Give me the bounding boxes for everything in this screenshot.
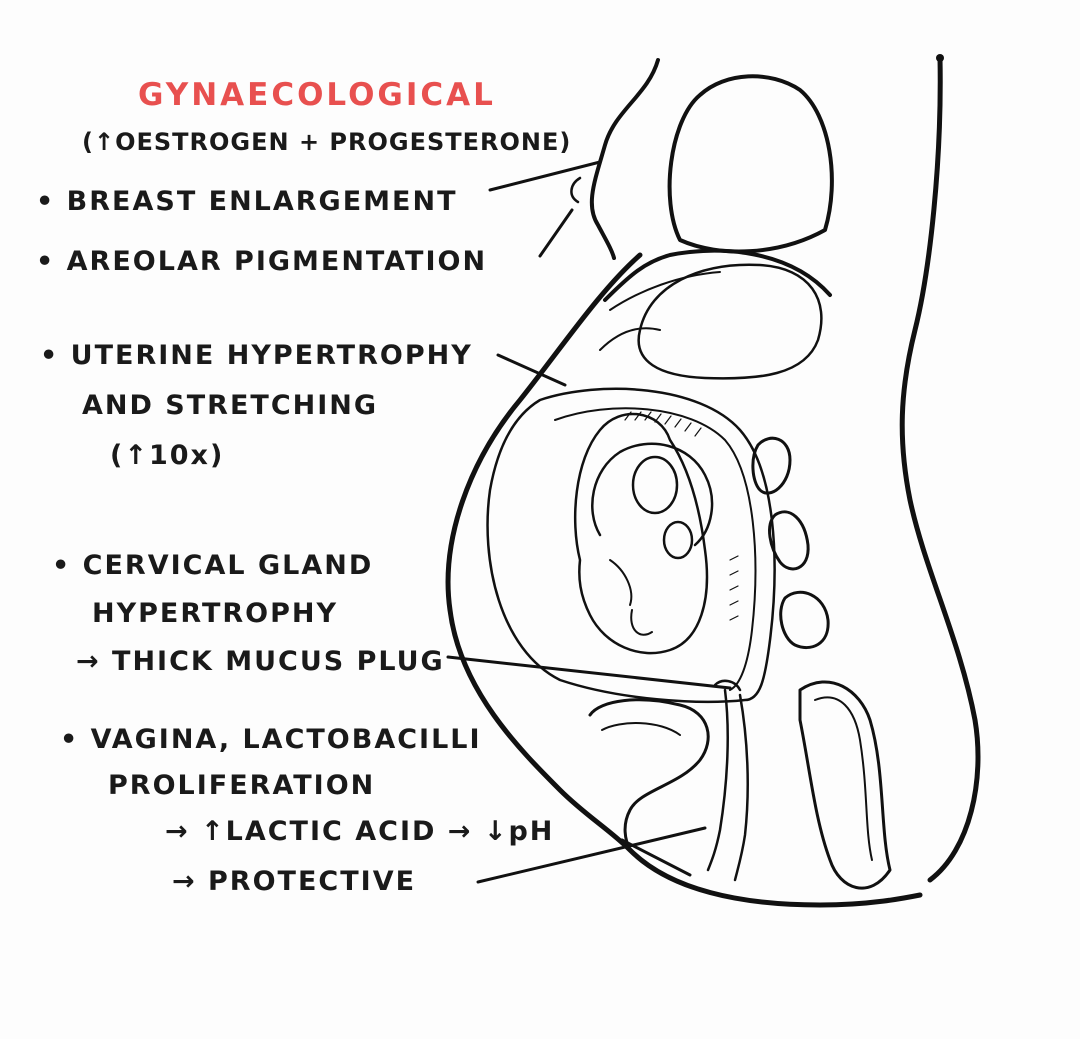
label-vagina-lactobacilli: • VAGINA, LACTOBACILLI bbox=[60, 724, 482, 755]
diagram-subtitle: (↑OESTROGEN + PROGESTERONE) bbox=[82, 128, 572, 156]
chest-line bbox=[603, 248, 832, 302]
label-breast-enlargement: • BREAST ENLARGEMENT bbox=[36, 186, 458, 217]
rectum-inner bbox=[814, 696, 873, 861]
abdomen-outline bbox=[445, 252, 923, 908]
label-uterine-stretching: AND STRETCHING bbox=[82, 390, 379, 421]
vertebra-2 bbox=[768, 510, 810, 571]
vertebra-3 bbox=[779, 590, 830, 650]
fetus-limb-1 bbox=[631, 455, 679, 515]
fetus-limb-2 bbox=[662, 520, 694, 560]
fetus-head bbox=[591, 442, 714, 547]
fetus-body bbox=[573, 412, 709, 655]
placenta-hatching bbox=[624, 411, 739, 621]
pointer-breast bbox=[488, 160, 602, 192]
stomach-outline bbox=[637, 263, 823, 380]
diagram-title: GYNAECOLOGICAL bbox=[138, 77, 496, 113]
abdominal-wall-inner bbox=[599, 271, 721, 351]
label-protective: → PROTECTIVE bbox=[172, 866, 417, 897]
vaginal-canal bbox=[706, 688, 749, 882]
cervix bbox=[713, 679, 742, 692]
pointer-areolar bbox=[538, 208, 574, 258]
pointer-uterine bbox=[496, 353, 567, 387]
label-thick-mucus-plug: → THICK MUCUS PLUG bbox=[76, 646, 445, 677]
label-proliferation: PROLIFERATION bbox=[108, 770, 376, 801]
label-uterine-tenfold: (↑10x) bbox=[110, 440, 225, 471]
back-outline-dot bbox=[936, 54, 944, 62]
label-cervical-gland: • CERVICAL GLAND bbox=[52, 550, 374, 581]
breast-outline bbox=[589, 58, 660, 260]
fetus-ear bbox=[630, 609, 653, 636]
back-outline bbox=[899, 55, 981, 883]
fetus-fold bbox=[609, 559, 633, 606]
label-uterine-hypertrophy: • UTERINE HYPERTROPHY bbox=[40, 340, 473, 371]
arm-outline bbox=[667, 74, 834, 254]
vertebra-1 bbox=[751, 436, 792, 495]
areola bbox=[570, 176, 582, 204]
label-cervical-hypertrophy: HYPERTROPHY bbox=[92, 598, 339, 629]
bladder-inner bbox=[601, 722, 681, 736]
label-lactic-acid-ph: → ↑LACTIC ACID → ↓pH bbox=[165, 816, 555, 847]
rectum-outline bbox=[798, 680, 892, 890]
pointer-protective bbox=[476, 826, 707, 884]
bladder-outline bbox=[588, 698, 710, 852]
uterus-wall-inner bbox=[554, 407, 757, 691]
label-areolar-pigmentation: • AREOLAR PIGMENTATION bbox=[36, 246, 488, 277]
pointer-mucus-plug bbox=[446, 655, 732, 690]
pointer-lactic bbox=[620, 838, 692, 877]
uterus-wall bbox=[486, 387, 776, 704]
